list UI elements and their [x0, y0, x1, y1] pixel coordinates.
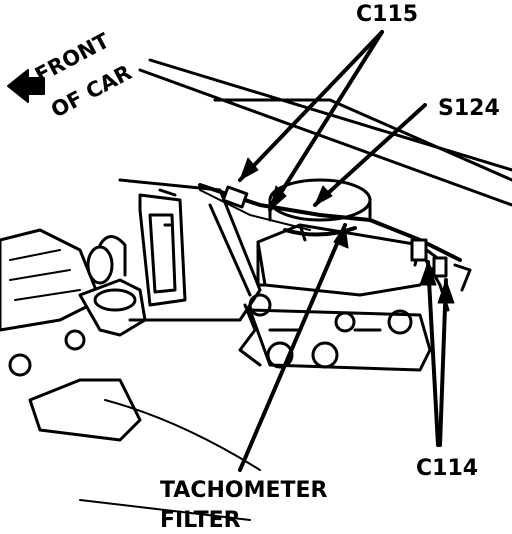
leader-lines [238, 30, 448, 472]
callout-c115: C115 [356, 2, 419, 27]
callout-tachometer-line2: FILTER [160, 508, 241, 533]
distributor [78, 188, 187, 337]
leader-s124 [313, 103, 427, 207]
leader-c114-a [426, 260, 440, 447]
leader-tach [238, 223, 347, 472]
callout-c114: C114 [416, 456, 479, 481]
callout-tachometer-line1: TACHOMETER [160, 478, 328, 503]
front-arrow-icon [7, 69, 45, 103]
leader-c114-b [438, 278, 448, 447]
leader-c115-right [268, 30, 384, 212]
wiring-harness [198, 183, 472, 312]
leader-c115-left [238, 30, 384, 182]
callout-s124: S124 [438, 96, 500, 121]
intake-manifold [28, 178, 262, 521]
arrow-heads [239, 157, 455, 304]
